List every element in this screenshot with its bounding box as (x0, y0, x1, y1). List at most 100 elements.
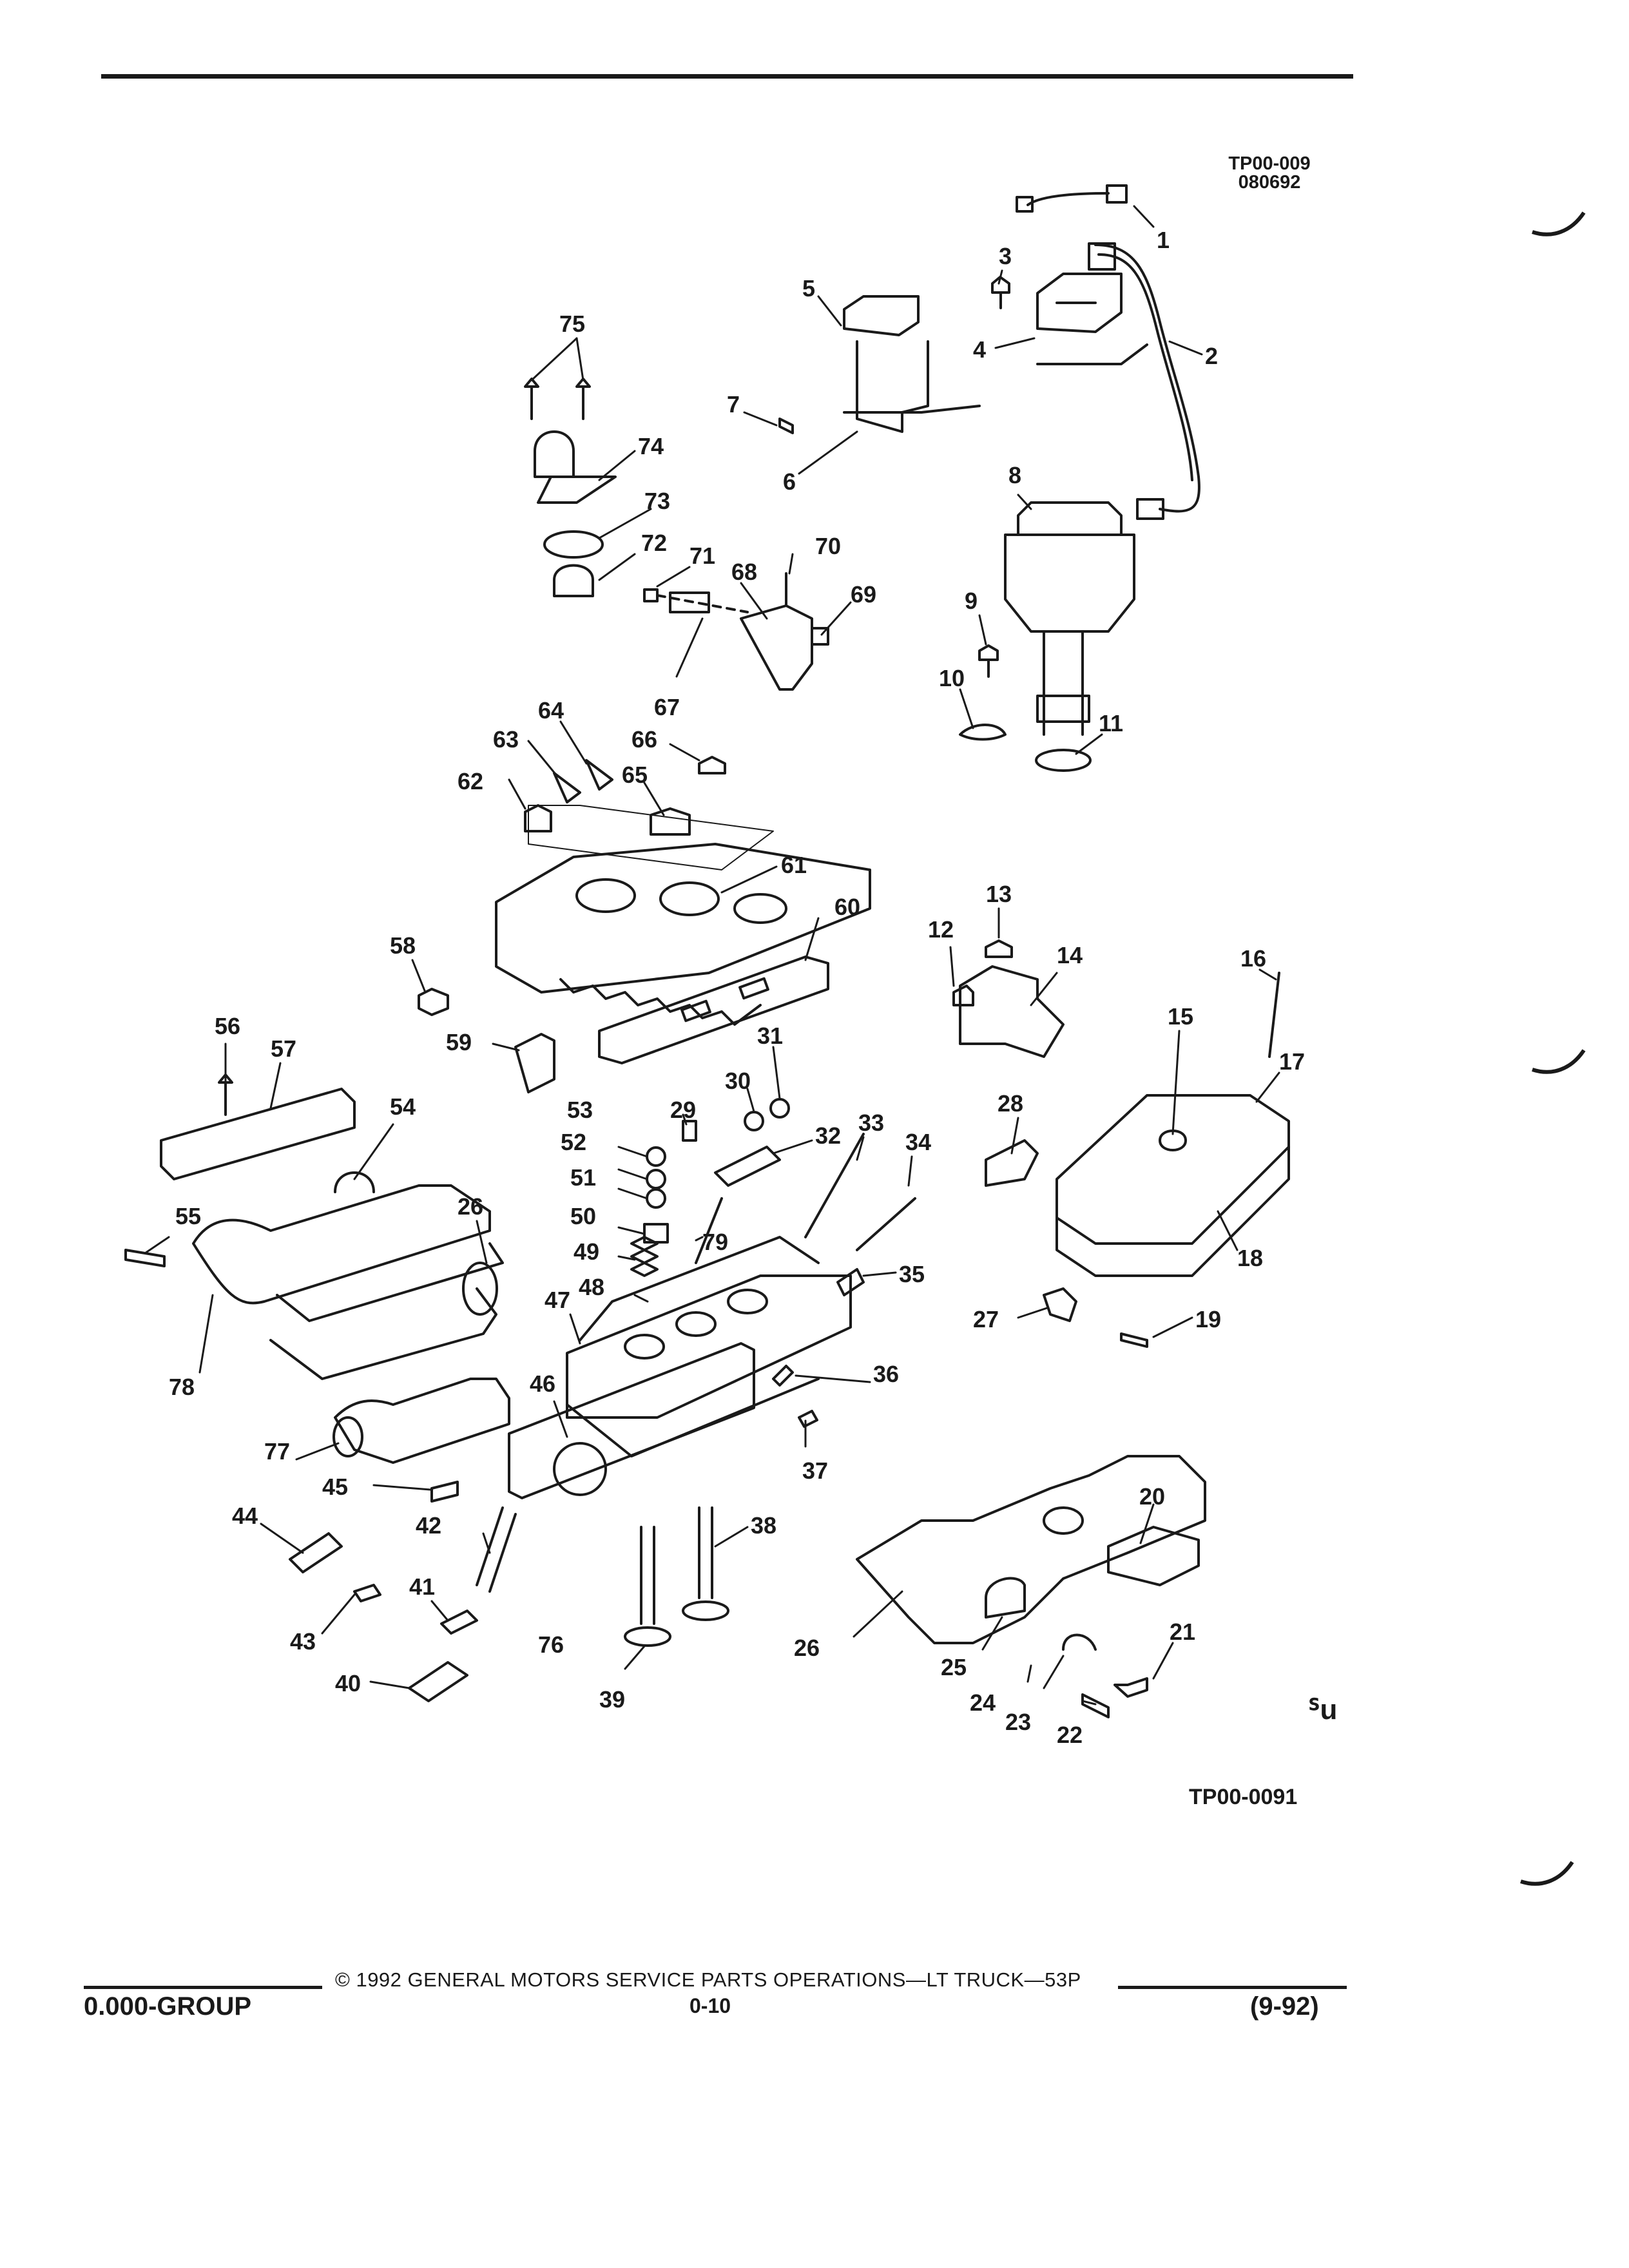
group-label: 0.000-GROUP (84, 1992, 252, 2021)
callout: 43 (290, 1628, 316, 1655)
lifter-parts (289, 1481, 517, 1702)
figure-code: TP00-0091 (1189, 1785, 1298, 1809)
callout: 23 (1005, 1709, 1031, 1735)
callout: 58 (390, 932, 416, 959)
callout: 57 (271, 1035, 296, 1062)
revision-date: (9-92) (1250, 1992, 1319, 2021)
callout: 2 (1205, 343, 1218, 369)
callout: 60 (834, 894, 860, 920)
callout: 54 (390, 1093, 416, 1120)
footer-rule-right (1118, 1986, 1347, 1989)
callout: 6 (783, 468, 796, 495)
brand-mark: ᔆu (1308, 1694, 1338, 1725)
margin-mark-middle (1532, 1049, 1586, 1074)
manifold-gasket-part (598, 956, 829, 1064)
callout: 74 (638, 433, 664, 459)
callout: 77 (264, 1438, 290, 1465)
callout: 15 (1168, 1003, 1193, 1030)
guide-part (985, 1139, 1039, 1187)
callout: 47 (545, 1287, 570, 1313)
callout: 14 (1057, 942, 1083, 968)
callout: 31 (757, 1023, 783, 1049)
callout: 36 (873, 1361, 899, 1387)
callout: 22 (1057, 1722, 1083, 1748)
figure-id: TP00-009 (1228, 153, 1311, 174)
callout: 19 (1195, 1306, 1221, 1332)
callout: 3 (999, 243, 1012, 269)
grommet-part (1159, 1129, 1187, 1151)
valve-spring-parts (630, 1146, 669, 1277)
clamp-part (124, 1171, 375, 1267)
callout: 61 (781, 852, 807, 878)
callout: 55 (175, 1203, 201, 1229)
callout: 25 (941, 1654, 967, 1680)
footer-rule-left (84, 1986, 322, 1989)
callout: 66 (631, 726, 657, 753)
page-number: 0-10 (689, 1994, 731, 2017)
bolt-16-part (1268, 972, 1280, 1058)
callout: 71 (689, 543, 715, 569)
callout: 62 (458, 768, 483, 794)
callout: 41 (409, 1573, 435, 1600)
margin-mark-bottom (1520, 1861, 1574, 1886)
leader-lines (144, 205, 1280, 1706)
callout: 20 (1139, 1483, 1165, 1510)
callout: 78 (169, 1374, 195, 1400)
intake-manifold-part (495, 756, 871, 1026)
callout: 44 (232, 1503, 258, 1529)
callout-labels: 1 2 3 4 5 6 7 8 9 10 11 12 13 14 15 16 1… (169, 227, 1305, 1748)
heat-stove-part (985, 1526, 1200, 1718)
callout: 33 (858, 1110, 884, 1136)
copyright-line: © 1992 GENERAL MOTORS SERVICE PARTS OPER… (335, 1968, 1081, 1991)
exhaust-manifold-left-part (192, 1184, 510, 1464)
baffle-part (1043, 1287, 1077, 1322)
callout: 45 (322, 1474, 348, 1500)
callout: 42 (416, 1512, 441, 1539)
callout: 35 (899, 1261, 925, 1287)
callout: 17 (1279, 1048, 1305, 1075)
callout: 26 (458, 1193, 483, 1220)
callout: 75 (559, 311, 585, 337)
top-rule (101, 74, 1353, 79)
callout: 21 (1170, 1619, 1195, 1645)
wiring-harness-part (1016, 184, 1200, 520)
valve-cover-part (1055, 1094, 1290, 1277)
callout: 48 (579, 1274, 604, 1300)
callout: 1 (1157, 227, 1170, 253)
callout: 40 (335, 1670, 361, 1696)
callout: 37 (802, 1457, 828, 1484)
bolt-12-part (952, 985, 974, 1006)
callout: 38 (751, 1512, 776, 1539)
callout: 32 (815, 1122, 841, 1149)
callout: 50 (570, 1203, 596, 1229)
callout: 65 (622, 762, 648, 788)
callout: 70 (815, 533, 841, 559)
callout: 72 (641, 530, 667, 556)
distributor-part (1004, 501, 1135, 772)
callout: 46 (530, 1370, 555, 1397)
callout: 51 (570, 1164, 596, 1191)
valves-part (624, 1506, 729, 1647)
callout: 18 (1237, 1245, 1263, 1271)
heat-shield-part (160, 1073, 356, 1180)
ignition-module-part (991, 273, 1148, 365)
callout: 9 (965, 588, 978, 614)
callout: 39 (599, 1686, 625, 1713)
callout: 64 (538, 697, 564, 724)
callout: 69 (851, 581, 876, 608)
callout: 11 (1099, 710, 1123, 736)
bolt-19-part (1120, 1332, 1148, 1348)
callout: 67 (654, 694, 680, 720)
figure-id-block: TP00-009 080692 (1211, 155, 1327, 192)
cover-bracket-part (959, 965, 1065, 1058)
callout: 16 (1240, 945, 1266, 972)
callout: 24 (970, 1689, 996, 1716)
callout: 5 (802, 275, 815, 302)
callout: 30 (725, 1068, 751, 1094)
callout: 56 (215, 1013, 240, 1039)
callout: 13 (986, 881, 1012, 907)
valve-bracket-part (643, 572, 829, 691)
rocker-arm-parts (682, 1098, 916, 1428)
callout: 79 (702, 1229, 728, 1255)
